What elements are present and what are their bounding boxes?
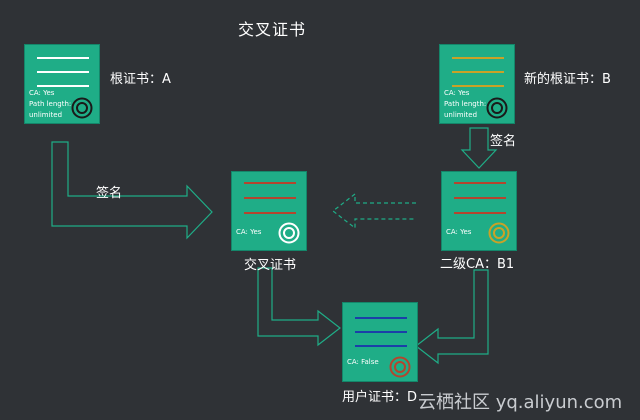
cert-info-line: unlimited: [444, 111, 478, 119]
cert-info: CA: Yes: [446, 227, 471, 238]
cert-line: [454, 182, 506, 184]
cert-info-line: unlimited: [29, 111, 63, 119]
diagram-title: 交叉证书: [238, 20, 307, 39]
seal-icon: [486, 97, 508, 119]
watermark-text: 云栖社区 yq.aliyun.com: [418, 392, 623, 413]
cert-intermediate-b1: CA: Yes: [441, 171, 517, 251]
cert-info: CA: Yes: [236, 227, 261, 238]
cert-line: [454, 212, 506, 214]
cert-cross-label: 交叉证书: [244, 258, 297, 273]
cert-info-line: CA: Yes: [446, 228, 472, 236]
cert-user-d-label: 用户证书：D: [342, 390, 418, 405]
cert-line: [37, 71, 89, 73]
arrow-b1-to-user: [415, 269, 489, 365]
seal-icon: [389, 356, 411, 378]
cert-info: CA: False: [347, 357, 379, 368]
cert-info-line: Path length:: [29, 100, 72, 108]
cert-line: [244, 212, 296, 214]
seal-icon: [488, 222, 510, 244]
sign-label-right: 签名: [490, 134, 517, 149]
cert-line: [454, 197, 506, 199]
cert-root-a: CA: Yes Path length: unlimited: [24, 44, 100, 124]
cert-info: CA: Yes Path length: unlimited: [29, 88, 71, 121]
cert-line: [452, 71, 504, 73]
cert-new-root-b-label: 新的根证书：B: [524, 72, 611, 87]
cert-line: [37, 57, 89, 59]
cert-info-line: Path length:: [444, 100, 487, 108]
cert-info-line: CA: Yes: [444, 89, 470, 97]
cert-root-a-label: 根证书：A: [110, 72, 171, 87]
seal-icon: [278, 222, 300, 244]
sign-label-left: 签名: [96, 186, 123, 201]
cert-user-d: CA: False: [342, 302, 418, 382]
arrow-root-a-to-cross: [51, 141, 213, 240]
cert-line: [355, 345, 407, 347]
cert-info-line: CA: False: [347, 358, 379, 366]
arrow-cross-to-user: [257, 267, 341, 347]
cert-cross: CA: Yes: [231, 171, 307, 251]
arrow-b1-to-cross-dashed: [332, 192, 416, 230]
cert-info-line: CA: Yes: [29, 89, 55, 97]
cert-info-line: CA: Yes: [236, 228, 262, 236]
cert-line: [244, 197, 296, 199]
cert-line: [452, 85, 504, 87]
cert-info: CA: Yes Path length: unlimited: [444, 88, 486, 121]
cert-line: [452, 57, 504, 59]
cert-line: [355, 317, 407, 319]
cert-new-root-b: CA: Yes Path length: unlimited: [439, 44, 515, 124]
cert-intermediate-b1-label: 二级CA：B1: [440, 257, 515, 272]
cert-line: [355, 331, 407, 333]
seal-icon: [71, 97, 93, 119]
cert-line: [37, 85, 89, 87]
cert-line: [244, 182, 296, 184]
arrow-root-b-to-b1: [460, 127, 498, 169]
